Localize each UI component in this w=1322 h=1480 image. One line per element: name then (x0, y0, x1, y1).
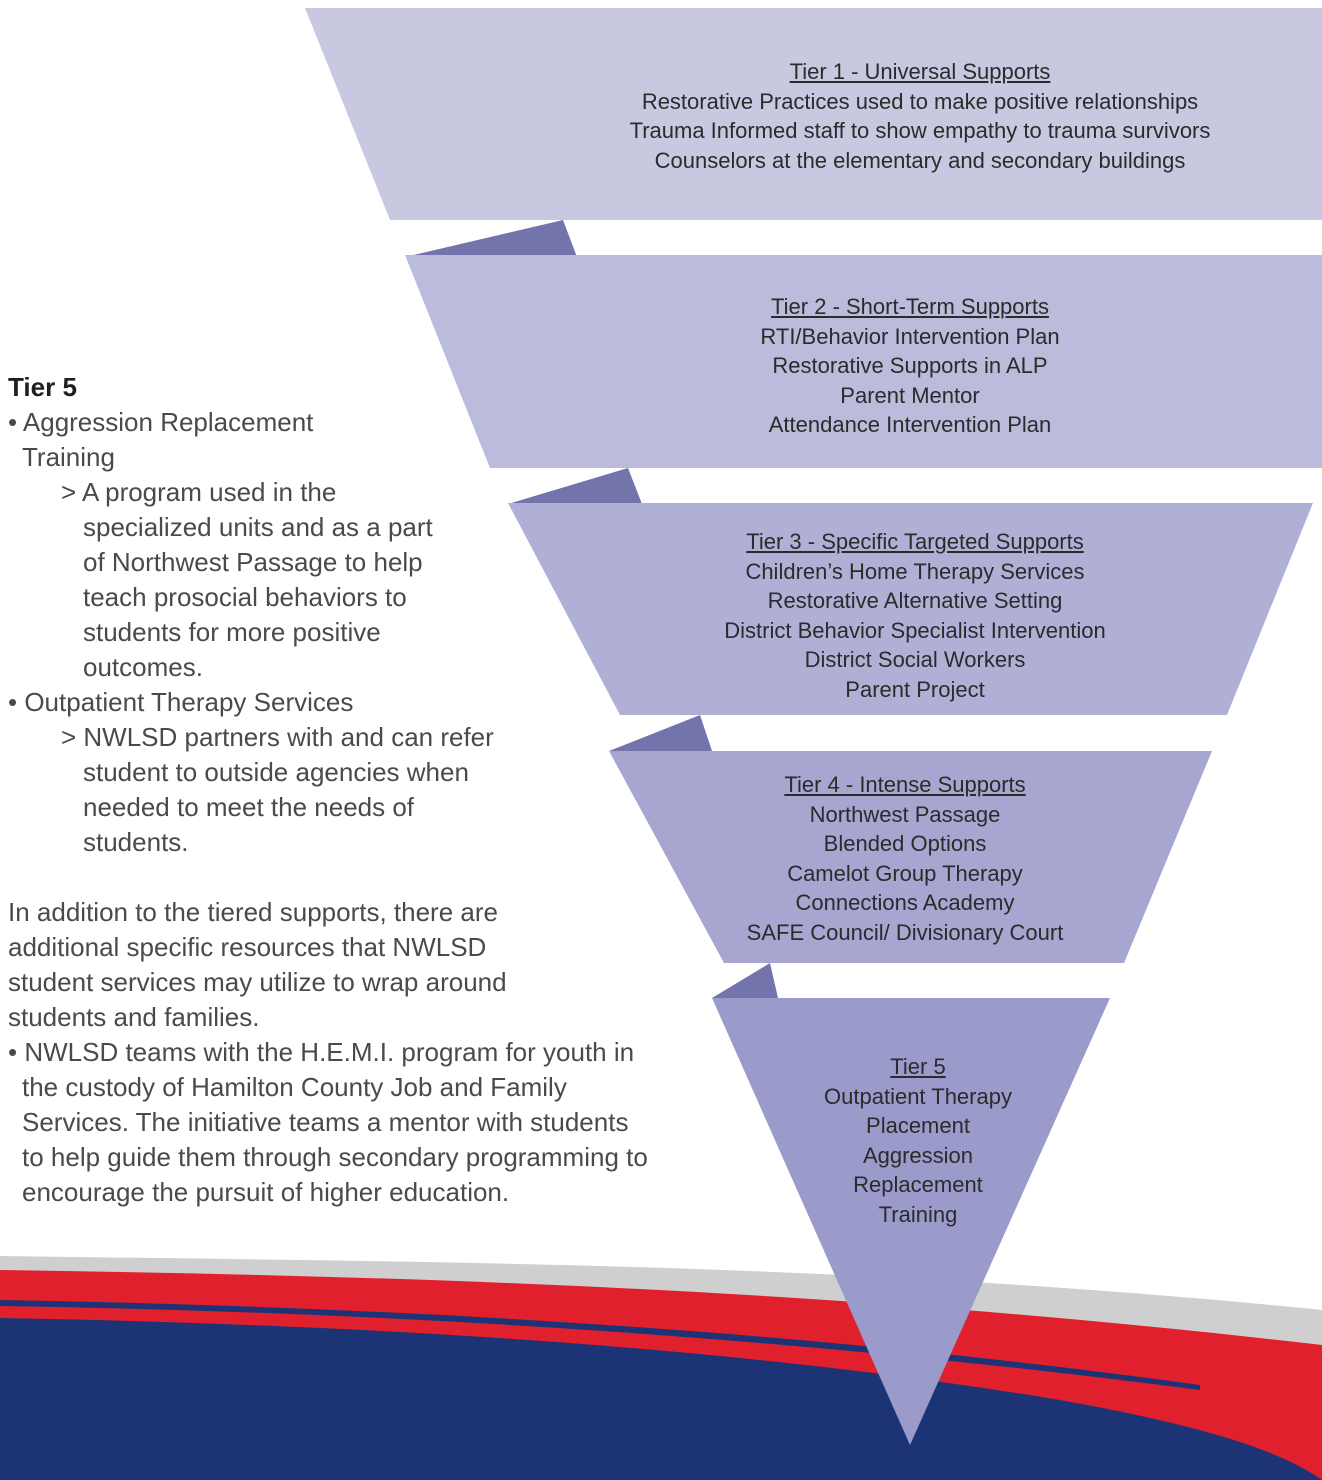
left-panel: Tier 5 • Aggression Replacement Training… (8, 370, 648, 1210)
tier-3-item: District Social Workers (804, 647, 1026, 672)
tier-1-title: Tier 1 - Universal Supports (789, 59, 1051, 84)
tier-5-item: Training (878, 1201, 958, 1227)
bullet-hemi-program: • NWLSD teams with the H.E.M.I. program … (8, 1037, 648, 1207)
left-panel-heading: Tier 5 (8, 372, 77, 402)
tier-2-title: Tier 2 - Short-Term Supports (771, 294, 1049, 319)
tier-3-text: Tier 3 - Specific Targeted Supports Chil… (665, 527, 1165, 704)
tier-connector-1-2 (405, 220, 577, 257)
tier-2-shape (405, 255, 1322, 468)
tier-4-text: Tier 4 - Intense Supports Northwest Pass… (705, 770, 1105, 947)
tier-1-item: Trauma Informed staff to show empathy to… (629, 118, 1211, 143)
tier-5-text: Tier 5 Outpatient Therapy Placement Aggr… (808, 1052, 1028, 1229)
band-navy-stripe (0, 1318, 1322, 1480)
tier-5-shape (712, 998, 1110, 1445)
tier-2-item: RTI/Behavior Intervention Plan (760, 323, 1060, 349)
tier-1-item: Counselors at the elementary and seconda… (654, 147, 1186, 173)
tier-4-title: Tier 4 - Intense Supports (784, 772, 1026, 797)
tier-1-text: Tier 1 - Universal Supports Restorative … (560, 57, 1280, 175)
decorative-wave-band (0, 1256, 1322, 1480)
tier-connector-3-4 (609, 715, 712, 751)
tier-3-item: District Behavior Specialist Interventio… (724, 617, 1106, 643)
tier-5-item: Aggression (862, 1142, 974, 1168)
tier-1-shape (305, 8, 1322, 220)
tier-5-item: Placement (866, 1113, 970, 1138)
tier-2-text: Tier 2 - Short-Term Supports RTI/Behavio… (660, 292, 1160, 440)
resources-paragraph: In addition to the tiered supports, ther… (8, 897, 507, 1032)
tier-2-item: Attendance Intervention Plan (768, 412, 1052, 437)
tier-1-item: Restorative Practices used to make posit… (641, 88, 1199, 114)
tier-3-title: Tier 3 - Specific Targeted Supports (746, 529, 1084, 554)
bullet-outpatient-therapy: • Outpatient Therapy Services (8, 687, 354, 717)
sub-aggression-training: > A program used in the specialized unit… (61, 477, 433, 682)
tier-2-item: Restorative Supports in ALP (772, 353, 1048, 378)
tier-5-title: Tier 5 (890, 1054, 946, 1079)
tier-3-item: Parent Project (845, 676, 985, 702)
tier-connector-2-3 (508, 468, 642, 504)
tier-connector-4-5 (712, 963, 778, 998)
sub-outpatient-therapy: > NWLSD partners with and can refer stud… (61, 722, 494, 857)
tier-4-item: SAFE Council/ Divisionary Court (746, 919, 1064, 945)
tier-5-item: Outpatient Therapy (824, 1083, 1012, 1109)
tier-4-shape (609, 751, 1212, 963)
tier-4-item: Connections Academy (795, 890, 1015, 915)
tier-3-shape (508, 503, 1313, 715)
tier-2-item: Parent Mentor (840, 382, 980, 408)
tier-4-item: Northwest Passage (809, 801, 1001, 827)
tier-5-item: Replacement (853, 1172, 983, 1197)
bullet-aggression-training: • Aggression Replacement Training (8, 407, 314, 472)
tier-3-item: Restorative Alternative Setting (767, 588, 1063, 613)
tier-3-item: Children’s Home Therapy Services (745, 558, 1085, 584)
tier-4-item: Camelot Group Therapy (787, 860, 1023, 886)
tier-4-item: Blended Options (823, 831, 987, 856)
